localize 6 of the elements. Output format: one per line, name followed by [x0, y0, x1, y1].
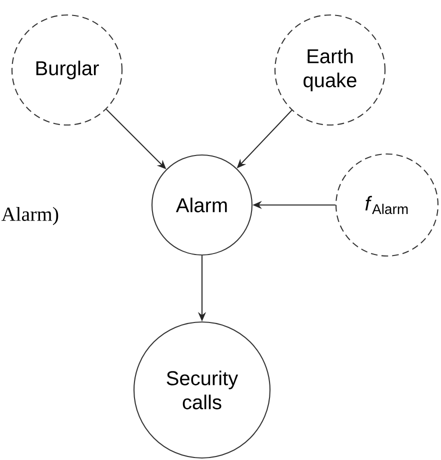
- circle-node: Alarm: [151, 154, 253, 256]
- cut-off-text: Alarm): [1, 206, 58, 226]
- dashed-circle-node: Burglar: [11, 14, 123, 126]
- dashed-circle-node: Earth quake: [274, 14, 386, 126]
- circle-node: Security calls: [133, 321, 271, 459]
- dashed-circle-node: f$_{Alarm}$: [335, 153, 439, 257]
